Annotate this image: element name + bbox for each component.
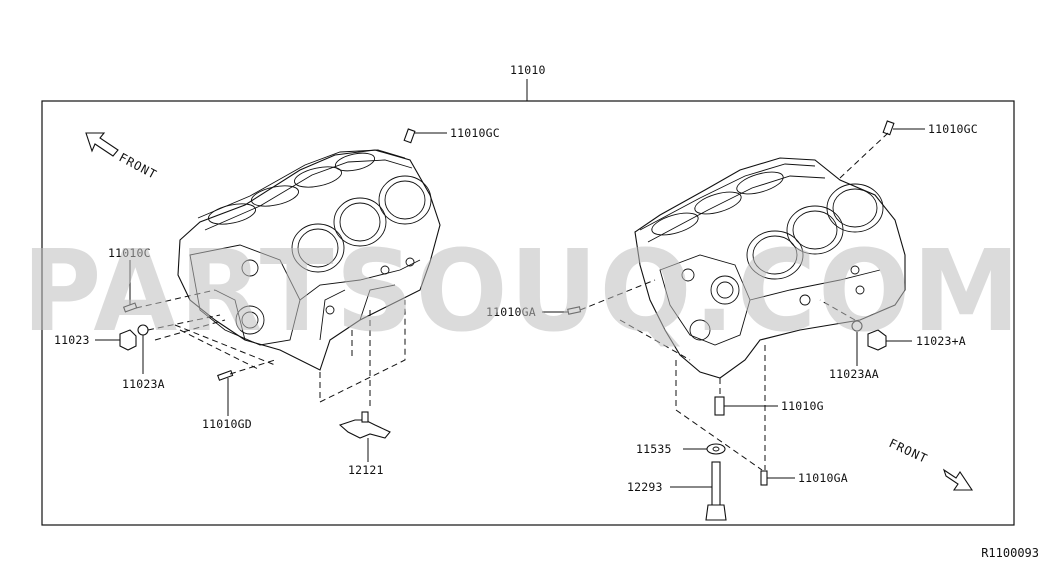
watermark: PARTSOUQ.COM bbox=[22, 227, 1022, 357]
label-12121[interactable]: 12121 bbox=[348, 463, 384, 477]
label-11023aa[interactable]: 11023AA bbox=[829, 367, 879, 381]
right-dowel-11010gc[interactable] bbox=[882, 120, 895, 136]
label-11010ga-lower[interactable]: 11010GA bbox=[798, 471, 848, 485]
svg-text:FRONT: FRONT bbox=[887, 436, 930, 466]
plug-11023-plus-a[interactable] bbox=[867, 329, 887, 351]
label-11023-plus-a[interactable]: 11023+A bbox=[916, 334, 966, 348]
plug-11023[interactable] bbox=[119, 329, 137, 351]
svg-text:FRONT: FRONT bbox=[117, 150, 160, 182]
washer-11535[interactable] bbox=[706, 443, 726, 455]
left-dowel-11010c[interactable] bbox=[122, 302, 138, 313]
label-11010c[interactable]: 11010C bbox=[108, 246, 151, 260]
front-arrow-right-icon: FRONT bbox=[887, 436, 974, 491]
label-11010gd[interactable]: 11010GD bbox=[202, 417, 252, 431]
label-11023a[interactable]: 11023A bbox=[122, 377, 165, 391]
right-cylinder-block[interactable] bbox=[634, 157, 906, 379]
label-11010g[interactable]: 11010G bbox=[781, 399, 824, 413]
dowel-11010gd[interactable] bbox=[217, 370, 234, 381]
label-11535[interactable]: 11535 bbox=[636, 442, 672, 456]
bracket-12121[interactable] bbox=[338, 411, 391, 439]
label-11023[interactable]: 11023 bbox=[54, 333, 90, 347]
diagram-frame bbox=[41, 100, 1015, 526]
bolt-12293[interactable] bbox=[705, 461, 727, 521]
left-cylinder-block[interactable] bbox=[177, 149, 441, 371]
label-11010gc-left[interactable]: 11010GC bbox=[450, 126, 500, 140]
dowel-11010ga-upper[interactable] bbox=[567, 306, 582, 315]
plug-11023aa[interactable] bbox=[851, 320, 863, 332]
sleeve-11010g[interactable] bbox=[714, 396, 725, 416]
front-arrow-left-icon: FRONT bbox=[85, 132, 160, 182]
label-11010gc-right[interactable]: 11010GC bbox=[928, 122, 978, 136]
left-dowel-11010gc[interactable] bbox=[403, 128, 416, 144]
dowel-11010ga-lower[interactable] bbox=[760, 470, 768, 486]
label-12293[interactable]: 12293 bbox=[627, 480, 663, 494]
main-part-number[interactable]: 11010 bbox=[510, 63, 546, 77]
label-11010ga-upper[interactable]: 11010GA bbox=[486, 305, 536, 319]
drawing-code: R1100093 bbox=[981, 546, 1039, 560]
